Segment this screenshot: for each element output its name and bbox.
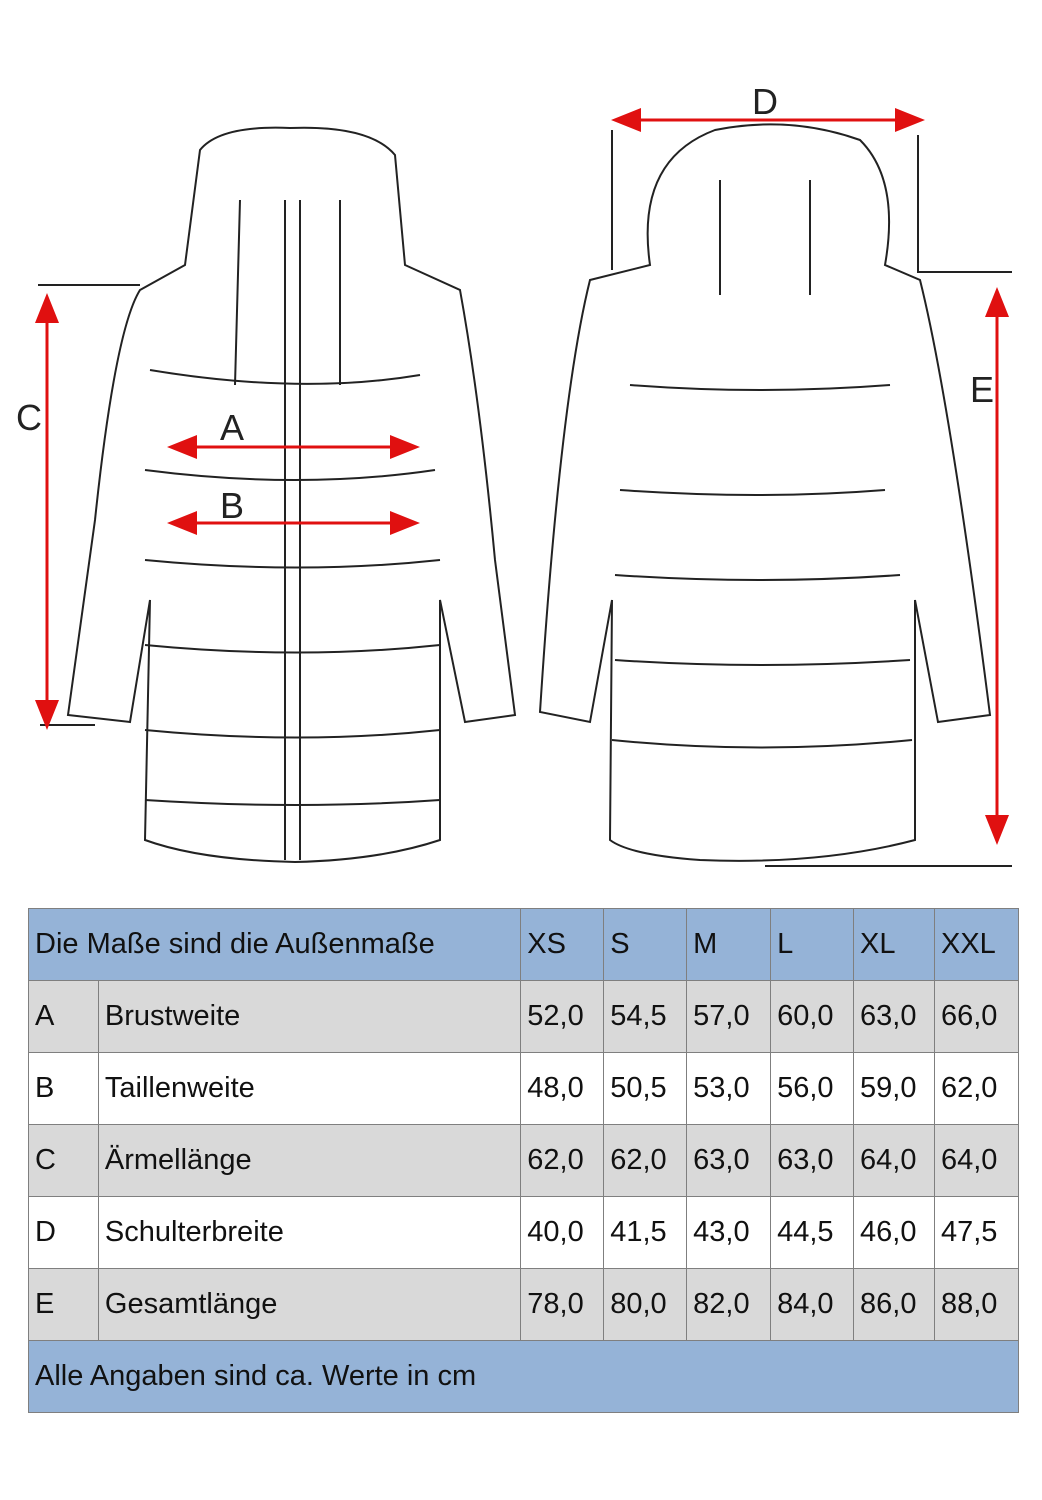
- value-cell: 43,0: [686, 1196, 772, 1269]
- footer-note: Alle Angaben sind ca. Werte in cm: [28, 1340, 1019, 1413]
- size-header: S: [603, 908, 688, 981]
- row-key: C: [28, 1124, 99, 1197]
- value-cell: 46,0: [853, 1196, 935, 1269]
- value-cell: 57,0: [686, 980, 772, 1053]
- row-name: Brustweite: [97, 980, 522, 1053]
- value-cell: 63,0: [853, 980, 935, 1053]
- value-cell: 54,5: [603, 980, 688, 1053]
- row-name: Gesamtlänge: [97, 1268, 522, 1341]
- value-cell: 62,0: [933, 1052, 1020, 1125]
- row-key: E: [28, 1268, 99, 1341]
- label-e: E: [970, 369, 994, 410]
- value-cell: 59,0: [853, 1052, 935, 1125]
- size-header: XS: [520, 908, 605, 981]
- size-header: M: [686, 908, 772, 981]
- row-key: A: [28, 980, 99, 1053]
- value-cell: 63,0: [770, 1124, 855, 1197]
- row-name: Ärmellänge: [97, 1124, 522, 1197]
- label-c: C: [16, 397, 42, 438]
- value-cell: 84,0: [770, 1268, 855, 1341]
- value-cell: 82,0: [686, 1268, 772, 1341]
- row-name: Taillenweite: [97, 1052, 522, 1125]
- value-cell: 53,0: [686, 1052, 772, 1125]
- value-cell: 64,0: [933, 1124, 1020, 1197]
- value-cell: 62,0: [520, 1124, 605, 1197]
- table-header-row: Die Maße sind die Außenmaße XS S M L XL …: [27, 908, 1020, 981]
- value-cell: 40,0: [520, 1196, 605, 1269]
- row-key: B: [28, 1052, 99, 1125]
- size-header: L: [770, 908, 855, 981]
- size-table: Die Maße sind die Außenmaße XS S M L XL …: [27, 908, 1020, 1413]
- value-cell: 41,5: [603, 1196, 688, 1269]
- value-cell: 48,0: [520, 1052, 605, 1125]
- value-cell: 50,5: [603, 1052, 688, 1125]
- value-cell: 64,0: [853, 1124, 935, 1197]
- value-cell: 80,0: [603, 1268, 688, 1341]
- row-name: Schulterbreite: [97, 1196, 522, 1269]
- label-a: A: [220, 407, 244, 448]
- label-d: D: [752, 81, 778, 122]
- jacket-diagram: A B C D E: [16, 81, 1012, 867]
- back-jacket-outline: [538, 123, 1012, 867]
- value-cell: 47,5: [933, 1196, 1020, 1269]
- label-b: B: [220, 485, 244, 526]
- header-title: Die Maße sind die Außenmaße: [27, 908, 522, 981]
- value-cell: 62,0: [603, 1124, 688, 1197]
- size-header: XXL: [933, 908, 1020, 981]
- value-cell: 44,5: [770, 1196, 855, 1269]
- value-cell: 63,0: [686, 1124, 772, 1197]
- value-cell: 78,0: [520, 1268, 605, 1341]
- size-header: XL: [853, 908, 935, 981]
- measurement-arrows: [35, 108, 1009, 845]
- row-key: D: [28, 1196, 99, 1269]
- front-jacket-outline: [38, 126, 517, 864]
- value-cell: 86,0: [853, 1268, 935, 1341]
- table-footer-row: Alle Angaben sind ca. Werte in cm: [28, 1340, 1019, 1413]
- value-cell: 52,0: [520, 980, 605, 1053]
- value-cell: 66,0: [933, 980, 1020, 1053]
- value-cell: 60,0: [770, 980, 855, 1053]
- value-cell: 88,0: [933, 1268, 1020, 1341]
- value-cell: 56,0: [770, 1052, 855, 1125]
